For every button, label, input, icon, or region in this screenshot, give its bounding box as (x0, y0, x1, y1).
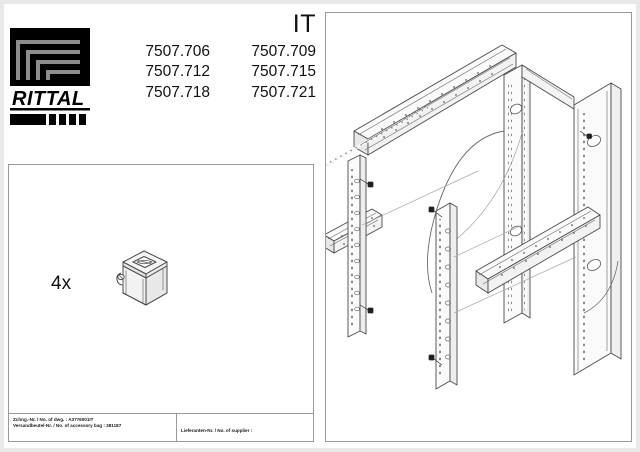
accessory-bag-number: Versandbeutel-Nr. / No. of accessory bag… (13, 422, 122, 428)
part-number-row: 7507.706 7507.709 (104, 42, 316, 62)
part-number: 7507.712 (145, 63, 210, 81)
part-number-row: 7507.718 7507.721 (104, 83, 316, 103)
sheet-header: RITTAL IT 7507.706 7507.709 7507.712 750… (4, 4, 320, 132)
cage-nut-marker (359, 130, 592, 366)
title-block-left: Zchng.-Nr. / No. of dwg. : A3776001IT Ve… (9, 414, 177, 441)
parts-list-panel: 4x (8, 164, 314, 442)
svg-text:RITTAL: RITTAL (12, 88, 85, 110)
title-block-right: Lieferanten-Nr. / No. of supplier : (177, 414, 313, 441)
part-number: 7507.715 (251, 63, 316, 81)
supplier-number: Lieferanten-Nr. / No. of supplier : (181, 428, 253, 433)
assembly-drawing-panel (325, 12, 632, 442)
rack-assembly-isometric-icon (326, 44, 622, 390)
page-title: IT (292, 10, 316, 38)
quantity-label: 4x (51, 273, 72, 294)
part-number: 7507.721 (251, 83, 316, 101)
drawing-number: Zchng.-Nr. / No. of dwg. : A3776001IT (13, 417, 94, 422)
cage-nut-icon (111, 245, 177, 320)
rittal-logo-icon: RITTAL (10, 28, 90, 126)
part-number-list: 7507.706 7507.709 7507.712 7507.715 7507… (104, 42, 316, 103)
part-entry: 4x (9, 243, 313, 353)
instruction-sheet: RITTAL IT 7507.706 7507.709 7507.712 750… (4, 4, 636, 448)
part-number: 7507.709 (251, 43, 316, 60)
part-number: 7507.718 (145, 83, 210, 101)
part-number: 7507.706 (145, 43, 210, 60)
part-number-row: 7507.712 7507.715 (104, 62, 316, 82)
title-block: Zchng.-Nr. / No. of dwg. : A3776001IT Ve… (9, 413, 313, 441)
